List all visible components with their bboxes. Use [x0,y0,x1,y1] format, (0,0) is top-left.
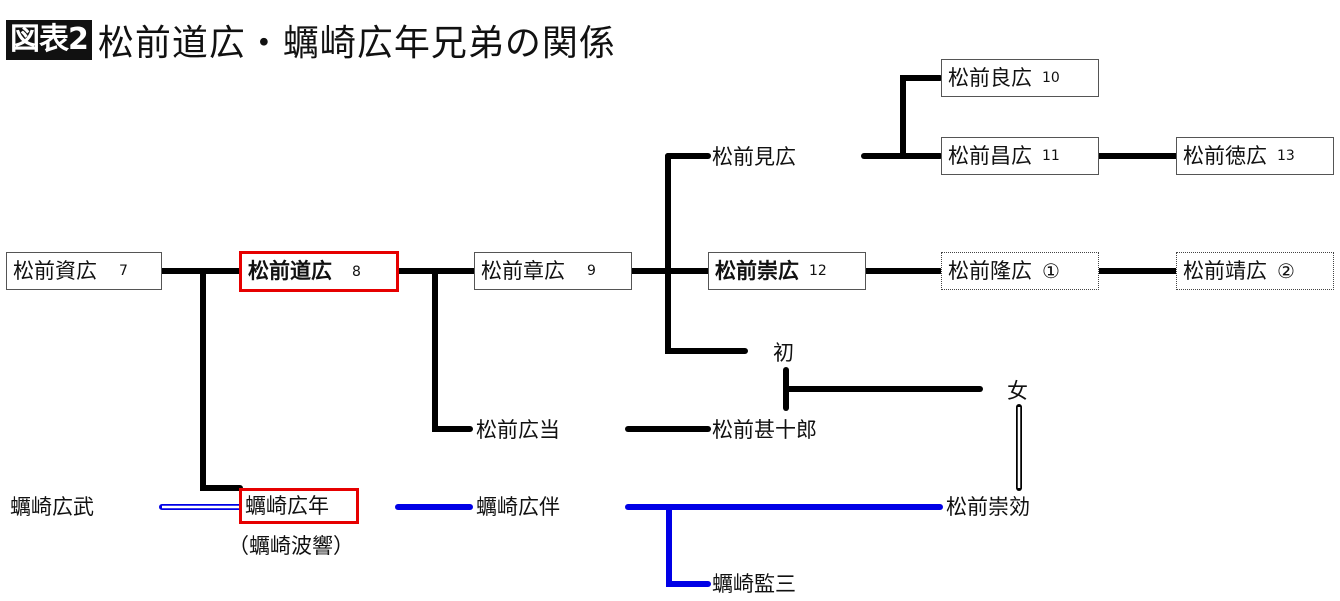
node-number: ② [1277,259,1295,283]
node-norihiro: 松前徳広 13 [1176,137,1334,175]
node-name: 松前崇広 [715,258,799,283]
node-hiromasa: 松前広当 [476,417,560,443]
node-number: 8 [352,263,361,280]
line-akihiro-mihiro [665,153,748,354]
node-number: 9 [587,263,596,279]
node-sukehiro: 松前資広 7 [6,252,162,290]
node-michihiro: 松前道広 8 [239,251,399,292]
node-name: 蠣崎監三 [712,571,796,596]
node-number: 7 [119,263,128,279]
node-hirotomo: 蠣崎広伴 [476,494,560,520]
node-hirotake: 蠣崎広武 [10,494,94,520]
node-hirotoshi-alias: （蠣崎波響） [228,534,354,558]
node-takanori: 松前崇効 [946,494,1030,520]
node-name: 松前甚十郎 [712,417,817,442]
figure-title: 図表2 松前道広・蠣崎広年兄弟の関係 [6,18,616,64]
node-name: 蠣崎広年 [245,493,329,518]
node-takahiro: 松前崇広 12 [708,252,866,290]
node-name: 松前良広 [948,65,1032,90]
figure-badge: 図表2 [6,20,92,60]
node-yoshihiro: 松前良広 10 [941,59,1099,97]
node-name: 松前昌広 [948,143,1032,168]
node-name: 松前道広 [248,259,332,283]
node-mihiro: 松前見広 [712,144,796,170]
node-akihiro: 松前章広 9 [474,252,632,290]
node-name: 蠣崎広武 [10,494,94,519]
node-name: 初 [773,340,794,365]
node-number: 11 [1042,148,1060,164]
node-name: 松前見広 [712,144,796,169]
node-hatsu: 初 [773,340,794,366]
node-name: 蠣崎広伴 [476,494,560,519]
node-name: 松前徳広 [1183,143,1267,168]
line-hirotomo-kanzo [666,504,711,587]
node-number: ① [1042,259,1060,283]
line-michihiro-hiromasa [432,268,473,432]
line-sukehiro-hirotoshi [200,268,243,491]
node-number: 10 [1042,70,1060,86]
node-name: 松前資広 [13,258,97,283]
node-name: 松前靖広 [1183,258,1267,283]
node-yasuhiro: 松前靖広 ② [1176,252,1334,290]
node-name: 松前崇効 [946,494,1030,519]
node-takahiro2: 松前隆広 ① [941,252,1099,290]
line-mihiro-yoshihiro [900,75,943,159]
node-name: 松前広当 [476,417,560,442]
node-name: 女 [1007,378,1028,403]
node-number: 13 [1277,148,1295,164]
node-kanzo: 蠣崎監三 [712,571,796,597]
figure-title-text: 松前道広・蠣崎広年兄弟の関係 [97,23,616,64]
node-jinjuro: 松前甚十郎 [712,417,817,443]
node-masahiro: 松前昌広 11 [941,137,1099,175]
node-name: 松前章広 [481,258,565,283]
node-onna: 女 [1007,378,1028,404]
node-name: 松前隆広 [948,258,1032,283]
node-number: 12 [809,263,827,279]
node-hirotoshi: 蠣崎広年 [239,488,359,524]
